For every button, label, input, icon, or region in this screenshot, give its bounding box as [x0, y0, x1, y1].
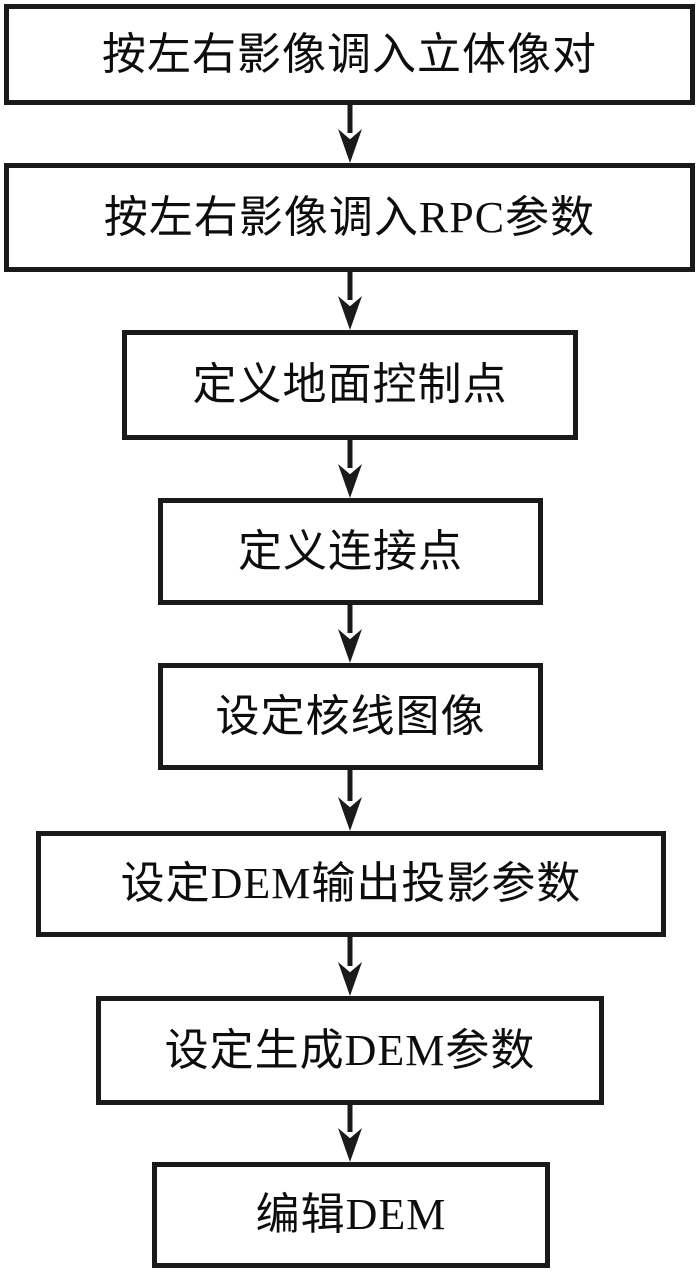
process-box-label: 定义连接点 [238, 526, 463, 576]
process-box-label: 设定生成DEM参数 [164, 1025, 536, 1075]
process-box-1[interactable]: 按左右影像调入立体像对 [4, 4, 695, 105]
flow-arrow [338, 1105, 362, 1162]
arrow-head [338, 962, 362, 996]
process-box-label: 编辑DEM [255, 1190, 447, 1239]
arrow-head [338, 464, 362, 498]
arrow-shaft [347, 105, 353, 133]
process-box-7[interactable]: 设定生成DEM参数 [96, 996, 604, 1105]
arrow-shaft [347, 440, 353, 468]
arrow-head [338, 1128, 362, 1162]
flow-arrow [338, 937, 362, 996]
process-box-2[interactable]: 按左右影像调入RPC参数 [4, 163, 695, 272]
flow-arrow [338, 440, 362, 498]
process-box-4[interactable]: 定义连接点 [158, 498, 543, 605]
flow-arrow [338, 605, 362, 663]
arrow-shaft [347, 770, 353, 801]
process-box-8[interactable]: 编辑DEM [152, 1162, 550, 1268]
process-box-label: 设定核线图像 [215, 691, 486, 741]
flow-arrow [338, 272, 362, 330]
flow-arrow [338, 105, 362, 163]
arrow-head [338, 129, 362, 163]
process-box-label: 按左右影像调入立体像对 [102, 29, 597, 79]
process-box-3[interactable]: 定义地面控制点 [122, 330, 578, 440]
process-box-6[interactable]: 设定DEM输出投影参数 [36, 831, 666, 937]
arrow-head [338, 629, 362, 663]
arrow-head [338, 797, 362, 831]
arrow-shaft [347, 1105, 353, 1132]
process-box-label: 设定DEM输出投影参数 [120, 859, 582, 908]
arrow-shaft [347, 605, 353, 633]
arrow-head [338, 296, 362, 330]
arrow-shaft [347, 272, 353, 300]
process-box-label: 定义地面控制点 [192, 360, 508, 409]
arrow-shaft [347, 937, 353, 966]
process-box-5[interactable]: 设定核线图像 [158, 663, 543, 770]
process-box-label: 按左右影像调入RPC参数 [103, 192, 596, 242]
flow-arrow [338, 770, 362, 831]
